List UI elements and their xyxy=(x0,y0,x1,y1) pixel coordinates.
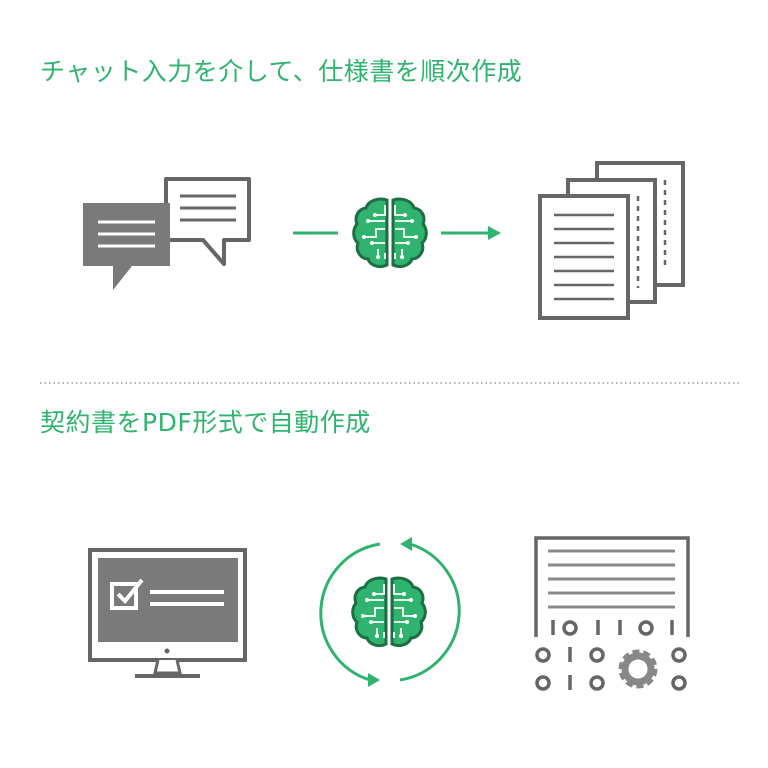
arrow-right-icon xyxy=(441,226,501,240)
section1-title: チャット入力を介して、仕様書を順次作成 xyxy=(40,57,523,86)
documents-stack-icon xyxy=(538,161,685,320)
monitor-checklist-icon xyxy=(88,548,247,678)
arrow-head-icon xyxy=(400,537,412,551)
brain-icon xyxy=(351,576,427,648)
cycle-arrows-icon xyxy=(319,542,461,682)
chat-bubbles-icon xyxy=(83,177,251,290)
document-binary-gear-icon xyxy=(534,536,690,691)
section2-title: 契約書をPDF形式で自動作成 xyxy=(40,408,371,437)
brain-icon xyxy=(352,197,428,269)
gear-icon xyxy=(618,649,658,689)
arrow-head-icon xyxy=(368,673,380,687)
